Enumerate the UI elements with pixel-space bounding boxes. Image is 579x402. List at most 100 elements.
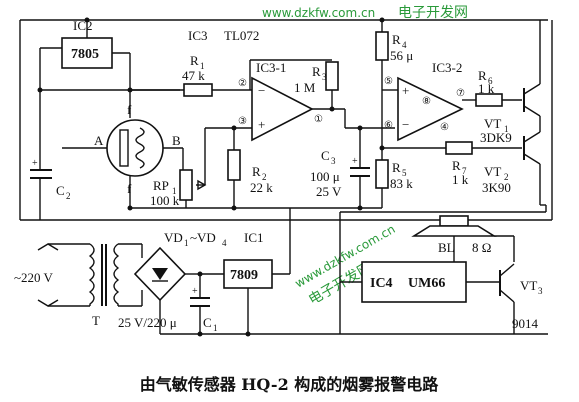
sensor-b: B bbox=[172, 133, 181, 148]
mains-label: ~220 V bbox=[14, 270, 54, 285]
bridge-rectifier: VD 1 ~VD 4 bbox=[133, 230, 227, 334]
r3-label: R bbox=[312, 64, 321, 79]
r6-label: R bbox=[478, 68, 487, 83]
capacitor-c2: + C 2 bbox=[30, 90, 71, 220]
pin4: ④ bbox=[440, 122, 449, 133]
ic2-label: IC2 bbox=[73, 18, 93, 33]
r1-value: 47 k bbox=[182, 68, 205, 83]
transistor-vt3: VT 3 9014 bbox=[499, 204, 547, 334]
ic2-regulator: IC2 7805 bbox=[37, 17, 131, 118]
resistor-r3: R 3 1 M bbox=[249, 59, 339, 112]
c2-label: C bbox=[56, 183, 65, 198]
ic4-part: UM66 bbox=[408, 276, 445, 291]
ic1-part: 7809 bbox=[230, 268, 258, 283]
r7-value: 1 k bbox=[452, 172, 469, 187]
resistor-r6: R 6 1 k bbox=[475, 68, 522, 107]
watermark-url-top: www.dzkfw.com.cn bbox=[262, 6, 375, 20]
ic3-2-label: IC3-2 bbox=[432, 60, 462, 75]
opamp-ic3-2: IC3-2 + − ⑤ ⑥ ⑧ ④ ⑦ bbox=[382, 60, 476, 142]
mains-input: ~220 V bbox=[14, 243, 90, 307]
speaker-bl: BL 8 Ω bbox=[411, 215, 515, 262]
sensor-f-top: f bbox=[127, 102, 132, 117]
vt2-label: VT bbox=[484, 164, 501, 179]
opamp-ic3-1: IC3-1 − + ② ③ ① bbox=[238, 60, 345, 142]
r3-value: 1 M bbox=[294, 80, 316, 95]
watermark-site-top: 电子开发网 bbox=[398, 5, 468, 21]
r4-sub: 4 bbox=[402, 40, 407, 50]
c2-sub: 2 bbox=[66, 191, 71, 201]
pin2: ② bbox=[238, 78, 247, 89]
pin6: ⑥ bbox=[384, 120, 393, 131]
svg-text:+: + bbox=[402, 83, 409, 98]
rp1-sub: 1 bbox=[172, 186, 177, 196]
transistor-vt2: VT 2 3K90 bbox=[482, 116, 541, 205]
c1-sub: 1 bbox=[213, 323, 218, 333]
vt1-sub: 1 bbox=[504, 124, 509, 134]
gas-sensor: f f A B bbox=[62, 102, 184, 211]
bl-value: 8 Ω bbox=[472, 240, 491, 255]
vd-sub4: 4 bbox=[222, 238, 227, 248]
ic2-part: 7805 bbox=[71, 47, 99, 62]
vt3-part: 9014 bbox=[512, 316, 539, 331]
c3-label: C bbox=[321, 148, 330, 163]
vd-sub1: 1 bbox=[184, 238, 189, 248]
c3-value1: 100 μ bbox=[310, 169, 340, 184]
vt2-sub: 2 bbox=[504, 172, 509, 182]
resistor-r4: R 4 56 μ bbox=[375, 17, 413, 148]
vt3-label: VT bbox=[520, 278, 537, 293]
rp1-label: RP bbox=[153, 178, 169, 193]
resistor-r7: R 7 1 k bbox=[382, 141, 522, 187]
ic1-label: IC1 bbox=[244, 230, 264, 245]
c3-sub: 3 bbox=[331, 156, 336, 166]
r2-sub: 2 bbox=[262, 172, 267, 182]
ic3-part: TL072 bbox=[224, 28, 259, 43]
r7-sub: 7 bbox=[462, 166, 467, 176]
vt1-label: VT bbox=[484, 116, 501, 131]
r4-value: 56 μ bbox=[390, 48, 413, 63]
r1-label: R bbox=[190, 53, 199, 68]
r7-label: R bbox=[452, 158, 461, 173]
resistor-r1: R 1 47 k bbox=[127, 53, 252, 97]
r5-sub: 5 bbox=[402, 168, 407, 178]
vd-tilde: ~VD bbox=[190, 230, 216, 245]
rp1-value: 100 k bbox=[150, 193, 180, 208]
ic3-title: IC3 bbox=[188, 28, 208, 43]
r2-value: 22 k bbox=[250, 180, 273, 195]
resistor-r2: R 2 22 k bbox=[227, 125, 273, 211]
pin7: ⑦ bbox=[456, 88, 465, 99]
figure-caption: 由气敏传感器 HQ-2 构成的烟雾报警电路 bbox=[140, 375, 440, 394]
svg-text:−: − bbox=[258, 83, 265, 98]
sensor-a: A bbox=[94, 133, 104, 148]
c1-value: 25 V/220 μ bbox=[118, 315, 177, 330]
svg-text:+: + bbox=[32, 158, 38, 169]
r5-label: R bbox=[392, 160, 401, 175]
pin1: ① bbox=[314, 114, 323, 125]
svg-text:+: + bbox=[258, 117, 265, 132]
svg-text:+: + bbox=[352, 156, 358, 167]
capacitor-c3: + C 3 100 μ 25 V bbox=[310, 125, 370, 208]
r1-sub: 1 bbox=[200, 61, 205, 71]
svg-text:+: + bbox=[192, 286, 198, 297]
vt3-sub: 3 bbox=[538, 286, 543, 296]
vt2-part: 3K90 bbox=[482, 180, 511, 195]
ic3-1-label: IC3-1 bbox=[256, 60, 286, 75]
transformer-label: T bbox=[92, 313, 100, 328]
ic4-melody: IC4 UM66 bbox=[339, 211, 546, 334]
r6-value: 1 k bbox=[478, 81, 495, 96]
r4-label: R bbox=[392, 32, 401, 47]
r5-value: 83 k bbox=[390, 176, 413, 191]
vd-label: VD bbox=[164, 230, 183, 245]
ic4-label: IC4 bbox=[370, 276, 393, 291]
r6-sub: 6 bbox=[488, 76, 493, 86]
svg-text:−: − bbox=[402, 117, 409, 132]
c1-label: C bbox=[203, 315, 212, 330]
pin8: ⑧ bbox=[422, 96, 431, 107]
ic1-regulator: IC1 7809 bbox=[197, 220, 291, 334]
pin3: ③ bbox=[238, 116, 247, 127]
r3-sub: 3 bbox=[322, 72, 327, 82]
resistor-r5: R 5 83 k bbox=[290, 145, 413, 211]
transistor-vt1: VT 1 3DK9 bbox=[480, 20, 541, 145]
pin5: ⑤ bbox=[384, 76, 393, 87]
capacitor-c1: + 25 V/220 μ C 1 bbox=[118, 274, 548, 337]
